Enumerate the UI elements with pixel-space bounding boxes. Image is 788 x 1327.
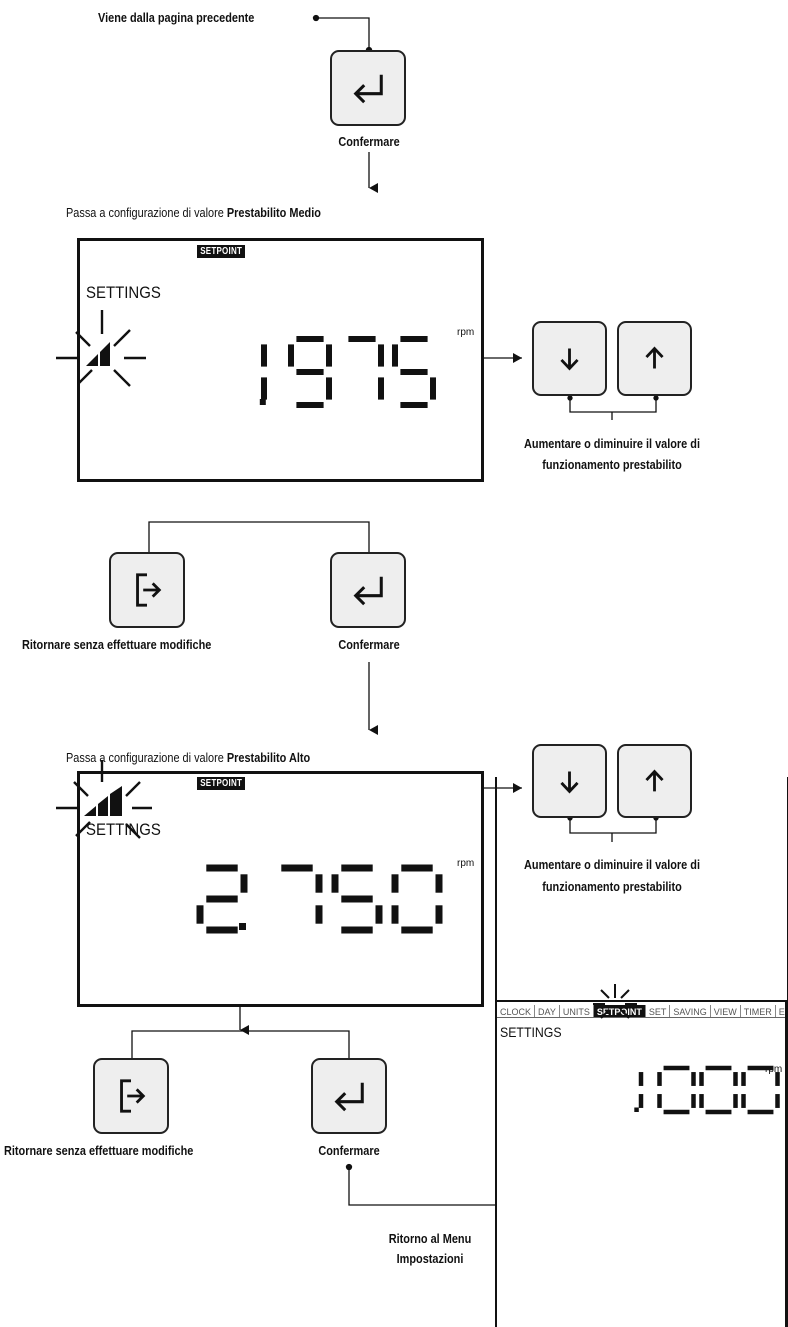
- arrow-up-icon: [645, 769, 664, 792]
- adjust-caption-line2: funzionamento prestabilito: [542, 879, 682, 894]
- lcd-value: [634, 1065, 780, 1115]
- blink-rays-icon: [593, 984, 637, 1019]
- enter-button[interactable]: [330, 552, 406, 628]
- exit-caption: Ritornare senza effettuare modifiche: [4, 1143, 194, 1158]
- menu-tab-units[interactable]: UNITS: [560, 1005, 594, 1017]
- unit-label: rpm: [457, 858, 475, 869]
- enter-button[interactable]: [330, 50, 406, 126]
- menu-tab-view[interactable]: VIEW: [711, 1005, 741, 1017]
- up-button[interactable]: [617, 744, 692, 818]
- enter-return-icon: [353, 74, 383, 104]
- enter-return-icon: [353, 576, 383, 606]
- lcd-digits: [634, 1065, 780, 1115]
- menu-tab-setpoint[interactable]: SETPOINT: [593, 1005, 646, 1017]
- adjust-caption: Aumentare o diminuire il valore di: [524, 436, 700, 451]
- lcd-value: [196, 864, 443, 934]
- level-bar: [86, 354, 98, 366]
- confirm-label: Confermare: [338, 134, 400, 149]
- enter-return-icon: [334, 1082, 364, 1112]
- lcd-digits: [259, 336, 436, 408]
- menu-tab-clock[interactable]: CLOCK: [497, 1005, 536, 1017]
- level-bar: [84, 806, 96, 816]
- confirm-caption: Confermare: [338, 637, 400, 652]
- menu-tab-set[interactable]: SET: [646, 1005, 671, 1017]
- arrow-up-icon: [645, 346, 664, 369]
- menu-tab-expert[interactable]: EXPERT: [776, 1005, 785, 1017]
- level-bar: [98, 796, 108, 816]
- up-button[interactable]: [617, 321, 692, 396]
- lcd-display: SETPOINT SETTINGS rpm: [77, 238, 484, 482]
- exit-button[interactable]: [93, 1058, 169, 1134]
- section-intro: Passa a configurazione di valore Prestab…: [66, 750, 311, 765]
- menu-tab-saving[interactable]: SAVING: [670, 1005, 711, 1017]
- unit-label: rpm: [765, 1064, 783, 1075]
- section-intro: Passa a configurazione di valore Prestab…: [66, 205, 321, 220]
- down-button[interactable]: [532, 321, 607, 396]
- lcd-decimal-point: [634, 1107, 639, 1112]
- lcd-display: SETPOINT SETTINGS rpm: [77, 771, 484, 1007]
- exit-door-icon: [120, 1079, 146, 1113]
- lcd-decimal-point: [239, 923, 246, 930]
- exit-door-icon: [136, 573, 162, 607]
- lcd-decimal-point: [259, 399, 266, 405]
- level-bar: [100, 342, 110, 366]
- blink-rays-icon: [56, 310, 146, 387]
- exit-button[interactable]: [109, 552, 185, 628]
- adjust-caption: Aumentare o diminuire il valore di: [524, 857, 700, 872]
- blink-rays-icon: [56, 760, 152, 839]
- arrow-down-icon: [560, 348, 579, 371]
- from-previous-label: Viene dalla pagina precedente: [98, 10, 255, 25]
- menu-tab-day[interactable]: DAY: [535, 1005, 560, 1017]
- level-bar: [110, 786, 122, 816]
- exit-caption: Ritornare senza effettuare modifiche: [22, 637, 212, 652]
- arrow-down-icon: [560, 771, 579, 794]
- down-button[interactable]: [532, 744, 607, 818]
- adjust-caption-line2: funzionamento prestabilito: [542, 457, 682, 472]
- settings-label: SETTINGS: [86, 283, 161, 302]
- setpoint-badge: SETPOINT: [197, 777, 246, 790]
- confirm-caption: Confermare: [318, 1143, 380, 1158]
- lcd-value: [259, 336, 436, 408]
- settings-label: SETTINGS: [86, 820, 161, 839]
- return-caption: Ritorno al Menu: [388, 1231, 472, 1246]
- unit-label: rpm: [457, 327, 475, 338]
- enter-button[interactable]: [311, 1058, 387, 1134]
- lcd-digits: [196, 864, 443, 934]
- setpoint-badge: SETPOINT: [197, 245, 246, 258]
- settings-label: SETTINGS: [500, 1024, 562, 1040]
- menu-tab-timer[interactable]: TIMER: [741, 1005, 776, 1017]
- return-caption-line2: Impostazioni: [396, 1251, 464, 1266]
